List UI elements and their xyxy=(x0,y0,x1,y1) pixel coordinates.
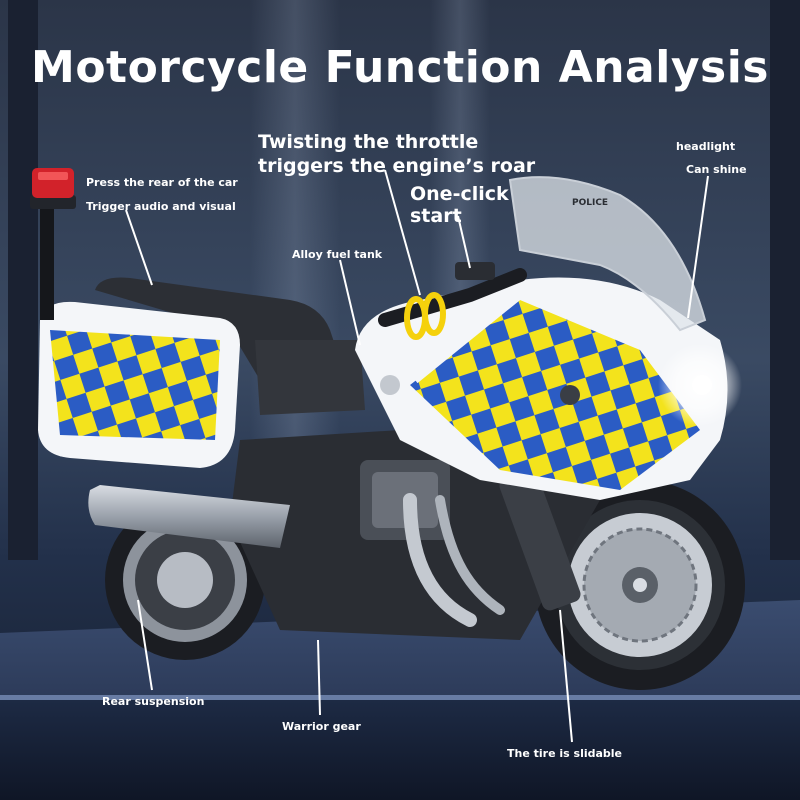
label-press-rear: Press the rear of the car xyxy=(86,176,238,189)
rear-pannier xyxy=(38,301,240,468)
exhaust-pipe xyxy=(88,485,290,548)
label-fuel-tank: Alloy fuel tank xyxy=(292,248,383,261)
seat-base xyxy=(255,340,365,415)
front-wheel xyxy=(535,480,745,690)
background-pillar xyxy=(770,0,800,560)
pointer-line xyxy=(384,169,421,296)
headlight xyxy=(658,343,742,427)
rear-wheel xyxy=(105,500,265,660)
label-tire-slidable: The tire is slidable xyxy=(507,747,623,760)
platform-edge xyxy=(0,695,800,701)
label-rear-suspension: Rear suspension xyxy=(102,695,205,708)
label-can-shine: Can shine xyxy=(686,163,747,176)
label-trigger-audio: Trigger audio and visual xyxy=(86,200,236,213)
label-one-click-line1: One-click xyxy=(410,183,509,205)
windshield-police-text: POLICE xyxy=(572,198,608,208)
page-title: Motorcycle Function Analysis xyxy=(31,42,769,93)
pointer-line xyxy=(339,259,361,346)
background-pillar xyxy=(8,0,38,560)
pointer-line xyxy=(559,609,573,743)
display-platform-front xyxy=(0,700,800,800)
label-warrior-gear: Warrior gear xyxy=(282,720,361,733)
pointer-line xyxy=(137,599,153,691)
pointer-line xyxy=(317,639,321,716)
annotation-lines xyxy=(125,169,709,743)
beacon xyxy=(30,168,76,320)
label-one-click-line2: start xyxy=(410,205,462,227)
label-throttle-line1: Twisting the throttle xyxy=(258,131,479,153)
windshield xyxy=(508,176,707,332)
pointer-line xyxy=(687,175,709,319)
pointer-line xyxy=(457,215,471,269)
pointer-line xyxy=(125,209,153,286)
label-throttle-line2: triggers the engine’s roar xyxy=(258,155,536,177)
handlebar xyxy=(378,262,527,327)
throttle-grip xyxy=(404,292,446,340)
label-headlight: headlight xyxy=(676,140,736,153)
front-fairing xyxy=(355,277,728,500)
